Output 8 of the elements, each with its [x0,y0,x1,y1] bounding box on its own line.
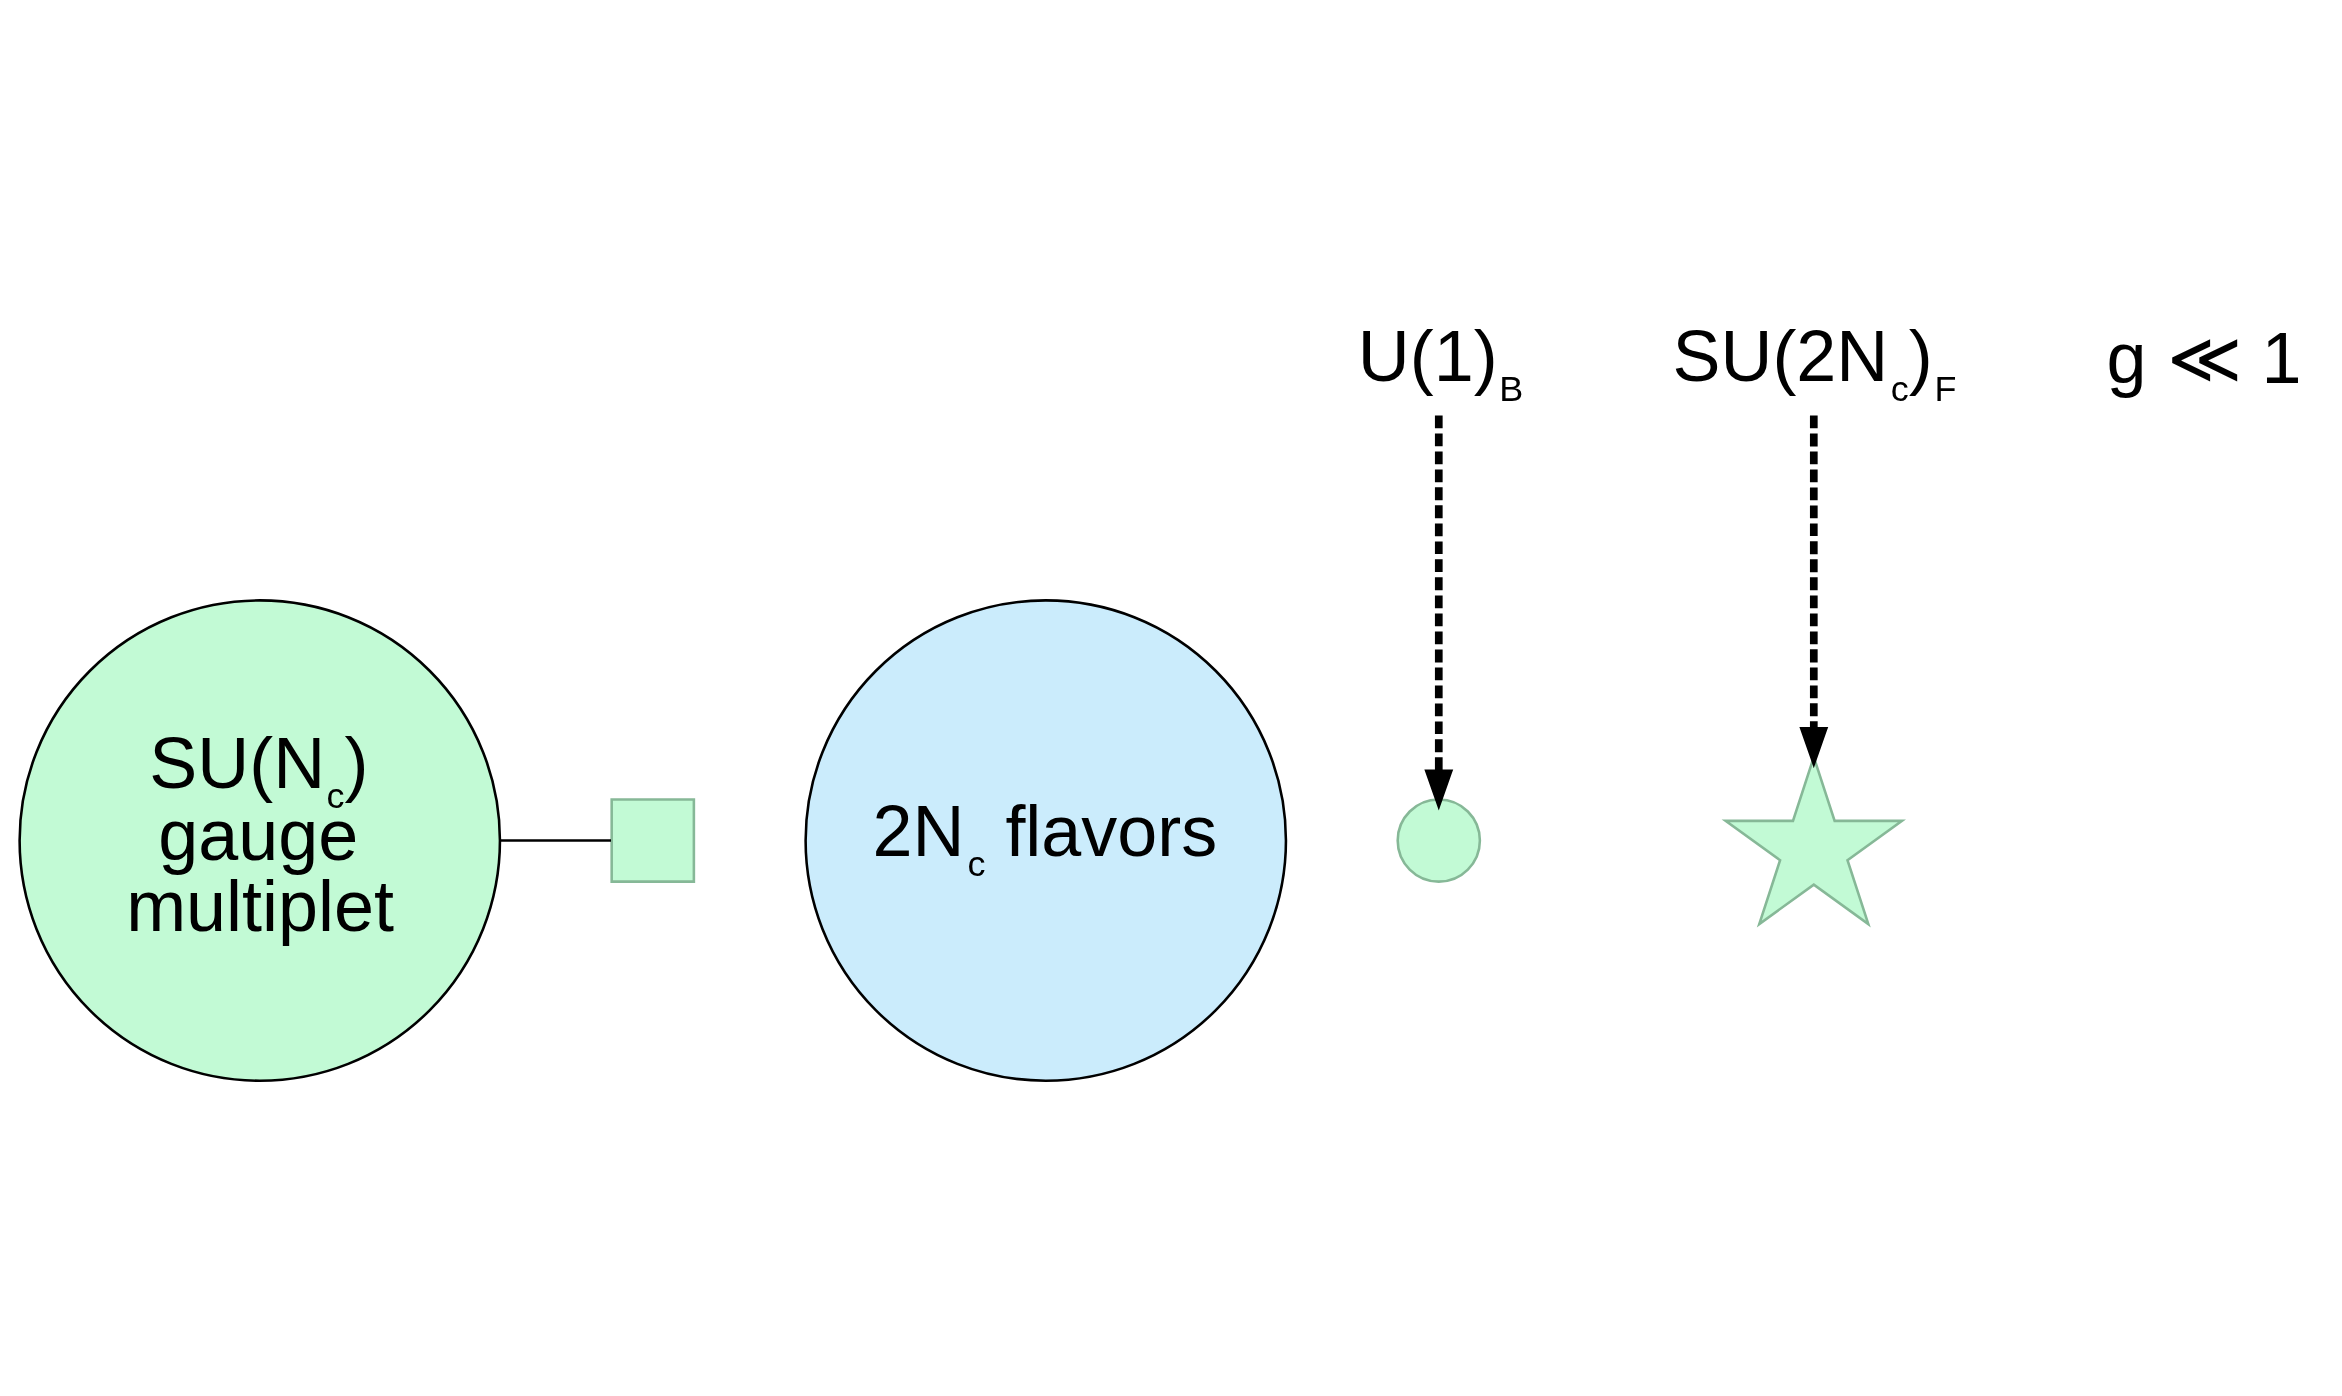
connector [500,839,611,842]
node-circle: SU(N$_{c}$) gauge multiplet [18,599,502,1082]
node-text: SU(2N$_{c}$)$_{F}$ [1672,315,1957,410]
node-circle: 2N$_{c}$ flavors [804,599,1288,1082]
node-circle [1396,798,1482,883]
label: g ≪ 1 [2106,318,2302,399]
node-box [610,798,696,883]
node-text: U(1)$_{B}$ [1357,315,1524,410]
